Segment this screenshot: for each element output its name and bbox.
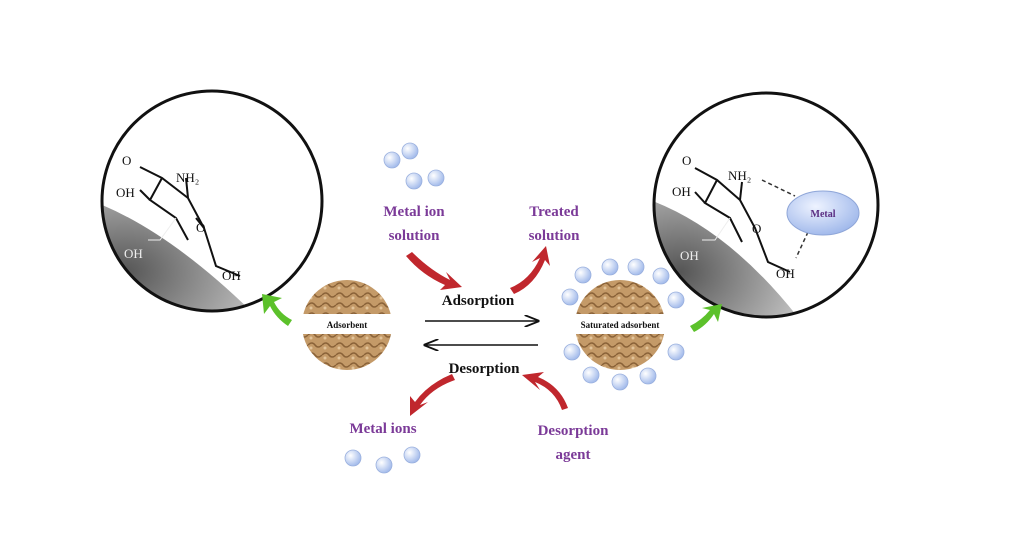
atom-label: NH₂ (728, 168, 751, 183)
atom-label: OH (116, 185, 135, 200)
metal-ion-solution-label: Metal ion (383, 204, 445, 220)
adsorption-label: Adsorption (442, 293, 515, 309)
desorption-agent-label: Desorption (538, 423, 609, 439)
right-magnified-view: Metal O NH₂ OH O OH OH (652, 91, 880, 319)
curved-arrow-icon (406, 252, 462, 290)
metal-label: Metal (811, 209, 836, 220)
atom-label: O (752, 221, 761, 236)
atom-label: OH (776, 266, 795, 281)
metal-ions-released (344, 446, 421, 474)
atom-label: O (196, 220, 205, 235)
left-magnified-view: O NH₂ OH O OH OH (100, 89, 324, 313)
curved-arrow-icon (510, 246, 550, 294)
magnify-arrow-icon (262, 294, 292, 326)
chitosan-structure (694, 167, 791, 273)
red-curved-arrows (406, 246, 568, 416)
atom-label: O (122, 153, 131, 168)
desorption-agent-label: agent (556, 447, 591, 463)
saturated-adsorbent-label: Saturated adsorbent (581, 320, 660, 330)
desorption-label: Desorption (449, 361, 520, 377)
treated-solution-label: Treated (529, 204, 579, 220)
adsorbed-ions (561, 258, 685, 391)
atom-label: OH (680, 248, 699, 263)
adsorbent-particle: Adsorbent (300, 280, 394, 370)
saturated-adsorbent-particle: Saturated adsorbent (553, 258, 687, 391)
atom-label: OH (124, 246, 143, 261)
metal-ion-solution-label: solution (389, 228, 441, 244)
metal-ions-label: Metal ions (349, 421, 416, 437)
treated-solution-label: solution (529, 228, 581, 244)
metal-ion-bubble (786, 190, 860, 236)
curved-arrow-icon (522, 372, 568, 410)
magnify-arrow-icon (690, 304, 722, 332)
atom-label: NH₂ (176, 170, 199, 185)
atom-label: OH (222, 268, 241, 283)
adsorbent-label: Adsorbent (327, 320, 368, 330)
atom-label: O (682, 153, 691, 168)
metal-ion-solution-ions (383, 142, 445, 190)
curved-arrow-icon (410, 374, 455, 416)
chitosan-structure (139, 166, 241, 277)
atom-label: OH (672, 184, 691, 199)
